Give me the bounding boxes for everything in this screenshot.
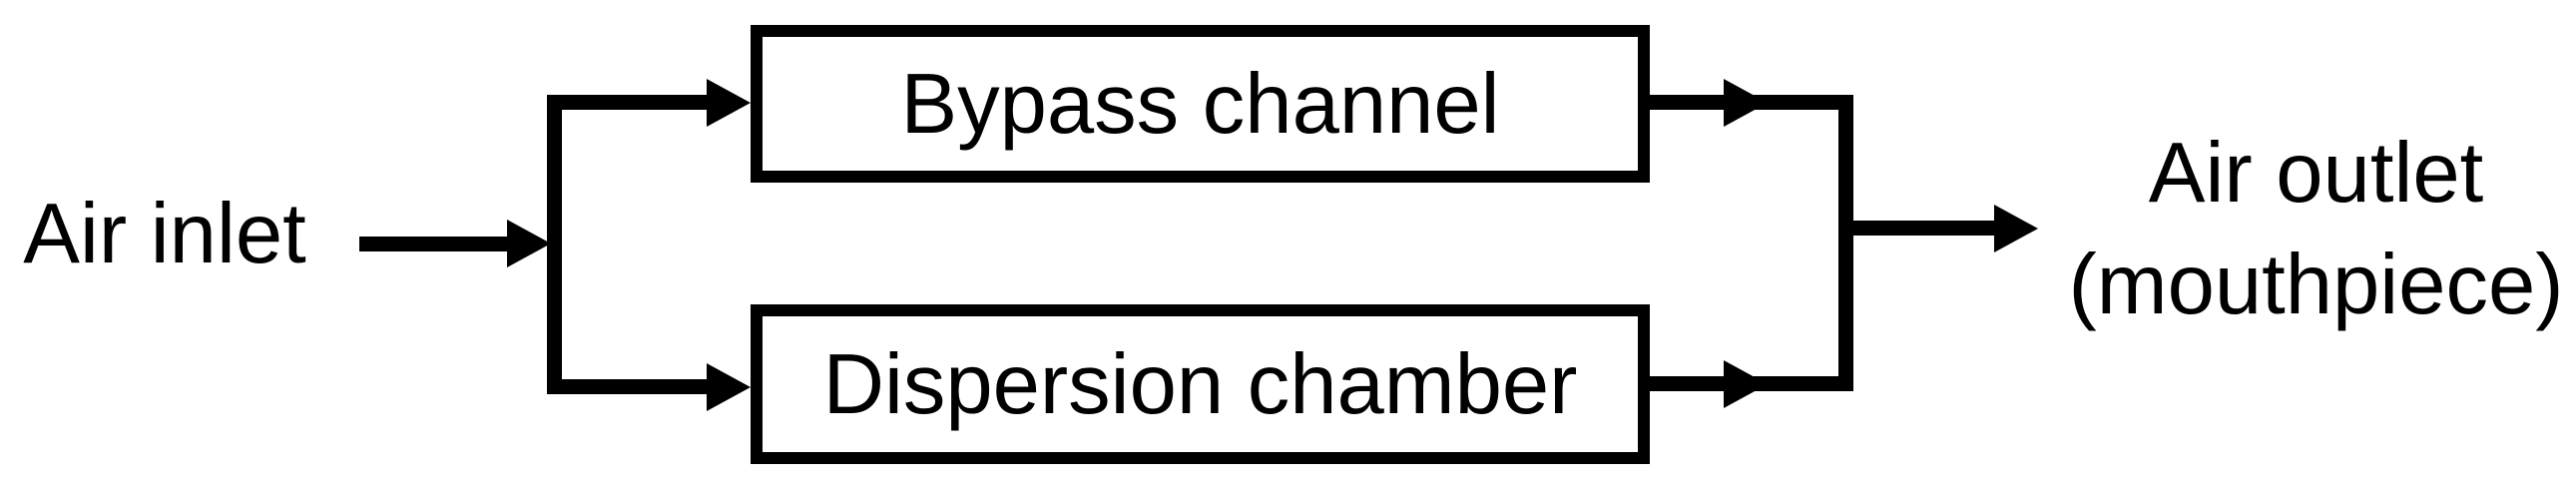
bypass-channel-box: Bypass channel [751,25,1650,183]
inlet-arrowhead-icon [507,220,551,267]
branch-bottom-shaft [547,379,709,394]
air-outlet-label: Air outlet (mouthpiece) [2056,118,2576,341]
dispersion-chamber-box: Dispersion chamber [751,304,1650,464]
bypass-channel-label: Bypass channel [900,56,1500,152]
inlet-arrow-shaft [359,237,509,251]
split-junction-line [547,95,562,394]
air-outlet-label-line1: Air outlet [2148,126,2484,221]
output-top-arrowhead-icon [1724,79,1768,127]
air-outlet-label-line2: (mouthpiece) [2068,238,2564,332]
output-bottom-arrowhead-icon [1724,360,1768,408]
branch-top-arrowhead-icon [707,79,751,127]
outlet-arrowhead-icon [1994,205,2038,252]
outlet-arrow-shaft [1853,221,1996,236]
branch-bottom-arrowhead-icon [707,363,751,411]
air-inlet-label: Air inlet [23,187,306,281]
dispersion-chamber-label: Dispersion chamber [822,336,1578,432]
merge-junction-line [1838,95,1853,391]
branch-top-shaft [547,95,709,110]
